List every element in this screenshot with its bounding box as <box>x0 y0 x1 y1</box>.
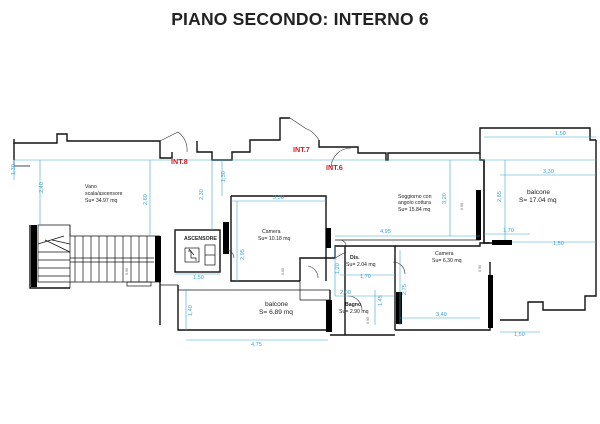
dim-label: 2,75 <box>402 284 408 295</box>
window-notes: 0.90 0.90 0.90 0.90 0.90 <box>125 203 482 324</box>
dim-label: 2,65 <box>497 191 503 202</box>
dimension-lines <box>13 136 596 341</box>
room-name: scala/ascensore <box>85 191 123 197</box>
room-area: Su= 10.18 mq <box>258 236 291 242</box>
unit-label-int7: INT.7 <box>293 145 310 154</box>
dim-label: 3,30 <box>273 195 284 201</box>
unit-label-int6: INT.6 <box>326 163 343 172</box>
room-area: Su= 15.84 mq <box>398 207 431 213</box>
dim-label: 1,50 <box>514 332 525 338</box>
dim-label: 4,95 <box>380 229 391 235</box>
room-camera-1: Camera Su= 10.18 mq <box>258 229 291 242</box>
dim-label: 1,70 <box>360 274 371 280</box>
room-area: S= 6.89 mq <box>259 309 293 316</box>
room-vano: Vano scala/ascensore Su= 34.97 mq <box>85 184 123 204</box>
room-bagno: Bagno Su= 2.90 mq <box>339 302 369 315</box>
room-area: Su= 2.90 mq <box>339 309 369 315</box>
room-name: Camera <box>262 229 281 235</box>
room-soggiorno: Soggiorno con angolo cottura Su= 15.84 m… <box>398 194 432 213</box>
solid-wall-segments <box>31 190 512 332</box>
svg-text:0.90: 0.90 <box>125 268 129 275</box>
dim-label: 1,45 <box>378 295 384 306</box>
dim-label: 1,50 <box>193 275 204 281</box>
room-area: Su= 34.97 mq <box>85 198 118 204</box>
room-name: angolo cottura <box>398 200 431 206</box>
dim-label: 1,50 <box>555 131 566 137</box>
dim-label: 1,70 <box>503 228 514 234</box>
room-balcone-right: balcone S= 17.04 mq <box>519 189 557 204</box>
svg-text:0.90: 0.90 <box>460 203 464 210</box>
dim-label: 1,50 <box>553 241 564 247</box>
stairs <box>37 235 154 287</box>
dim-label: 2,60 <box>143 194 149 205</box>
dim-label: 2,00 <box>340 290 351 296</box>
room-name: Vano <box>85 184 97 190</box>
room-area: Su= 2.04 mq <box>346 262 376 268</box>
room-name: Dis. <box>350 255 360 261</box>
room-name: balcone <box>265 301 288 308</box>
room-name: Bagno <box>345 302 361 308</box>
dim-label: 2,30 <box>199 189 205 200</box>
room-camera-2: Camera Su= 6.30 mq <box>432 251 462 264</box>
dim-label: 3,40 <box>436 312 447 318</box>
dim-label: 3,20 <box>442 193 448 204</box>
dim-label: 3,30 <box>543 169 554 175</box>
dim-label: 1,40 <box>188 305 194 316</box>
unit-label-int8: INT.8 <box>171 157 188 166</box>
dim-label: 2,95 <box>240 249 246 260</box>
page-title: PIANO SECONDO: INTERNO 6 <box>171 9 429 29</box>
room-ascensore: ASCENSORE <box>184 236 217 242</box>
room-area: Su= 6.30 mq <box>432 258 462 264</box>
dim-label: 1,20 <box>335 263 341 274</box>
room-name: Camera <box>435 251 454 257</box>
svg-text:0.90: 0.90 <box>366 317 370 324</box>
dim-label: 1,30 <box>11 164 17 175</box>
dim-label: 1,30 <box>221 171 227 182</box>
room-name: balcone <box>527 189 550 196</box>
elevator-icon <box>184 244 216 266</box>
room-area: S= 17.04 mq <box>519 197 557 204</box>
svg-text:0.90: 0.90 <box>478 265 482 272</box>
dim-label: 4,75 <box>251 342 262 348</box>
room-name: Soggiorno con <box>398 194 432 200</box>
dimension-labels: 1,30 2,40 2,60 2,30 1,30 3,30 2,95 1,50 … <box>11 131 566 348</box>
walls <box>13 117 597 336</box>
room-balcone-bottom: balcone S= 6.89 mq <box>259 301 293 316</box>
svg-text:0.90: 0.90 <box>281 268 285 275</box>
dim-label: 2,40 <box>39 182 45 193</box>
room-dis: Dis. Su= 2.04 mq <box>346 255 376 268</box>
